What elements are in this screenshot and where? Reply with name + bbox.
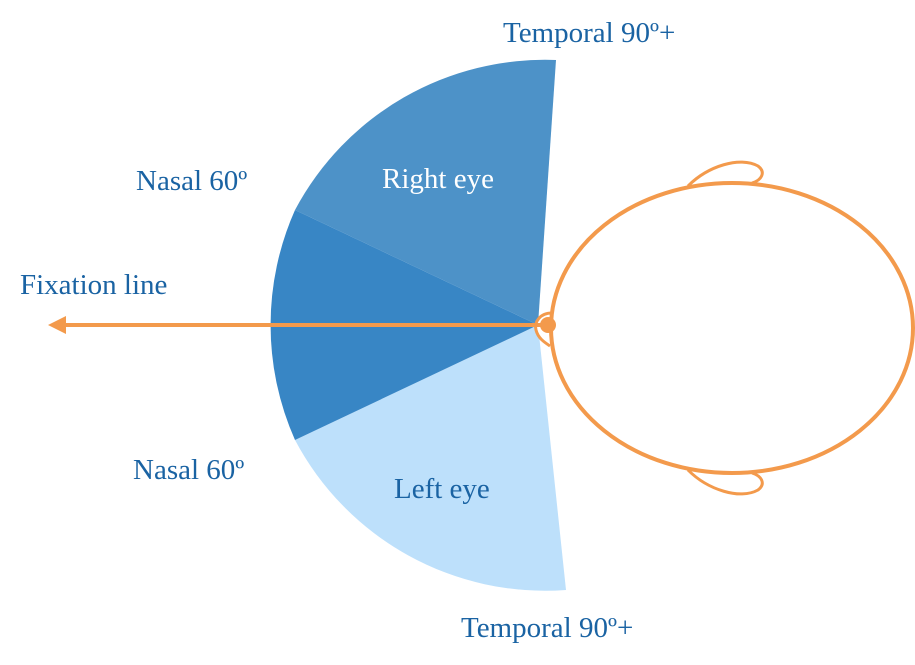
label-temporal-bottom: Temporal 90º+ [461, 612, 633, 644]
label-right-eye: Right eye [382, 163, 494, 195]
top-ear [686, 160, 764, 188]
fixation-arrowhead [48, 316, 66, 334]
label-left-eye: Left eye [394, 473, 490, 505]
eye-point [540, 317, 556, 333]
label-nasal-top: Nasal 60º [136, 165, 247, 197]
label-nasal-bottom: Nasal 60º [133, 454, 244, 486]
label-fixation-line: Fixation line [20, 269, 167, 301]
right-eye-field [295, 59, 556, 325]
head-outline [549, 181, 915, 475]
label-temporal-top: Temporal 90º+ [503, 17, 675, 49]
bottom-ear [686, 468, 764, 496]
left-eye-field [295, 325, 566, 591]
